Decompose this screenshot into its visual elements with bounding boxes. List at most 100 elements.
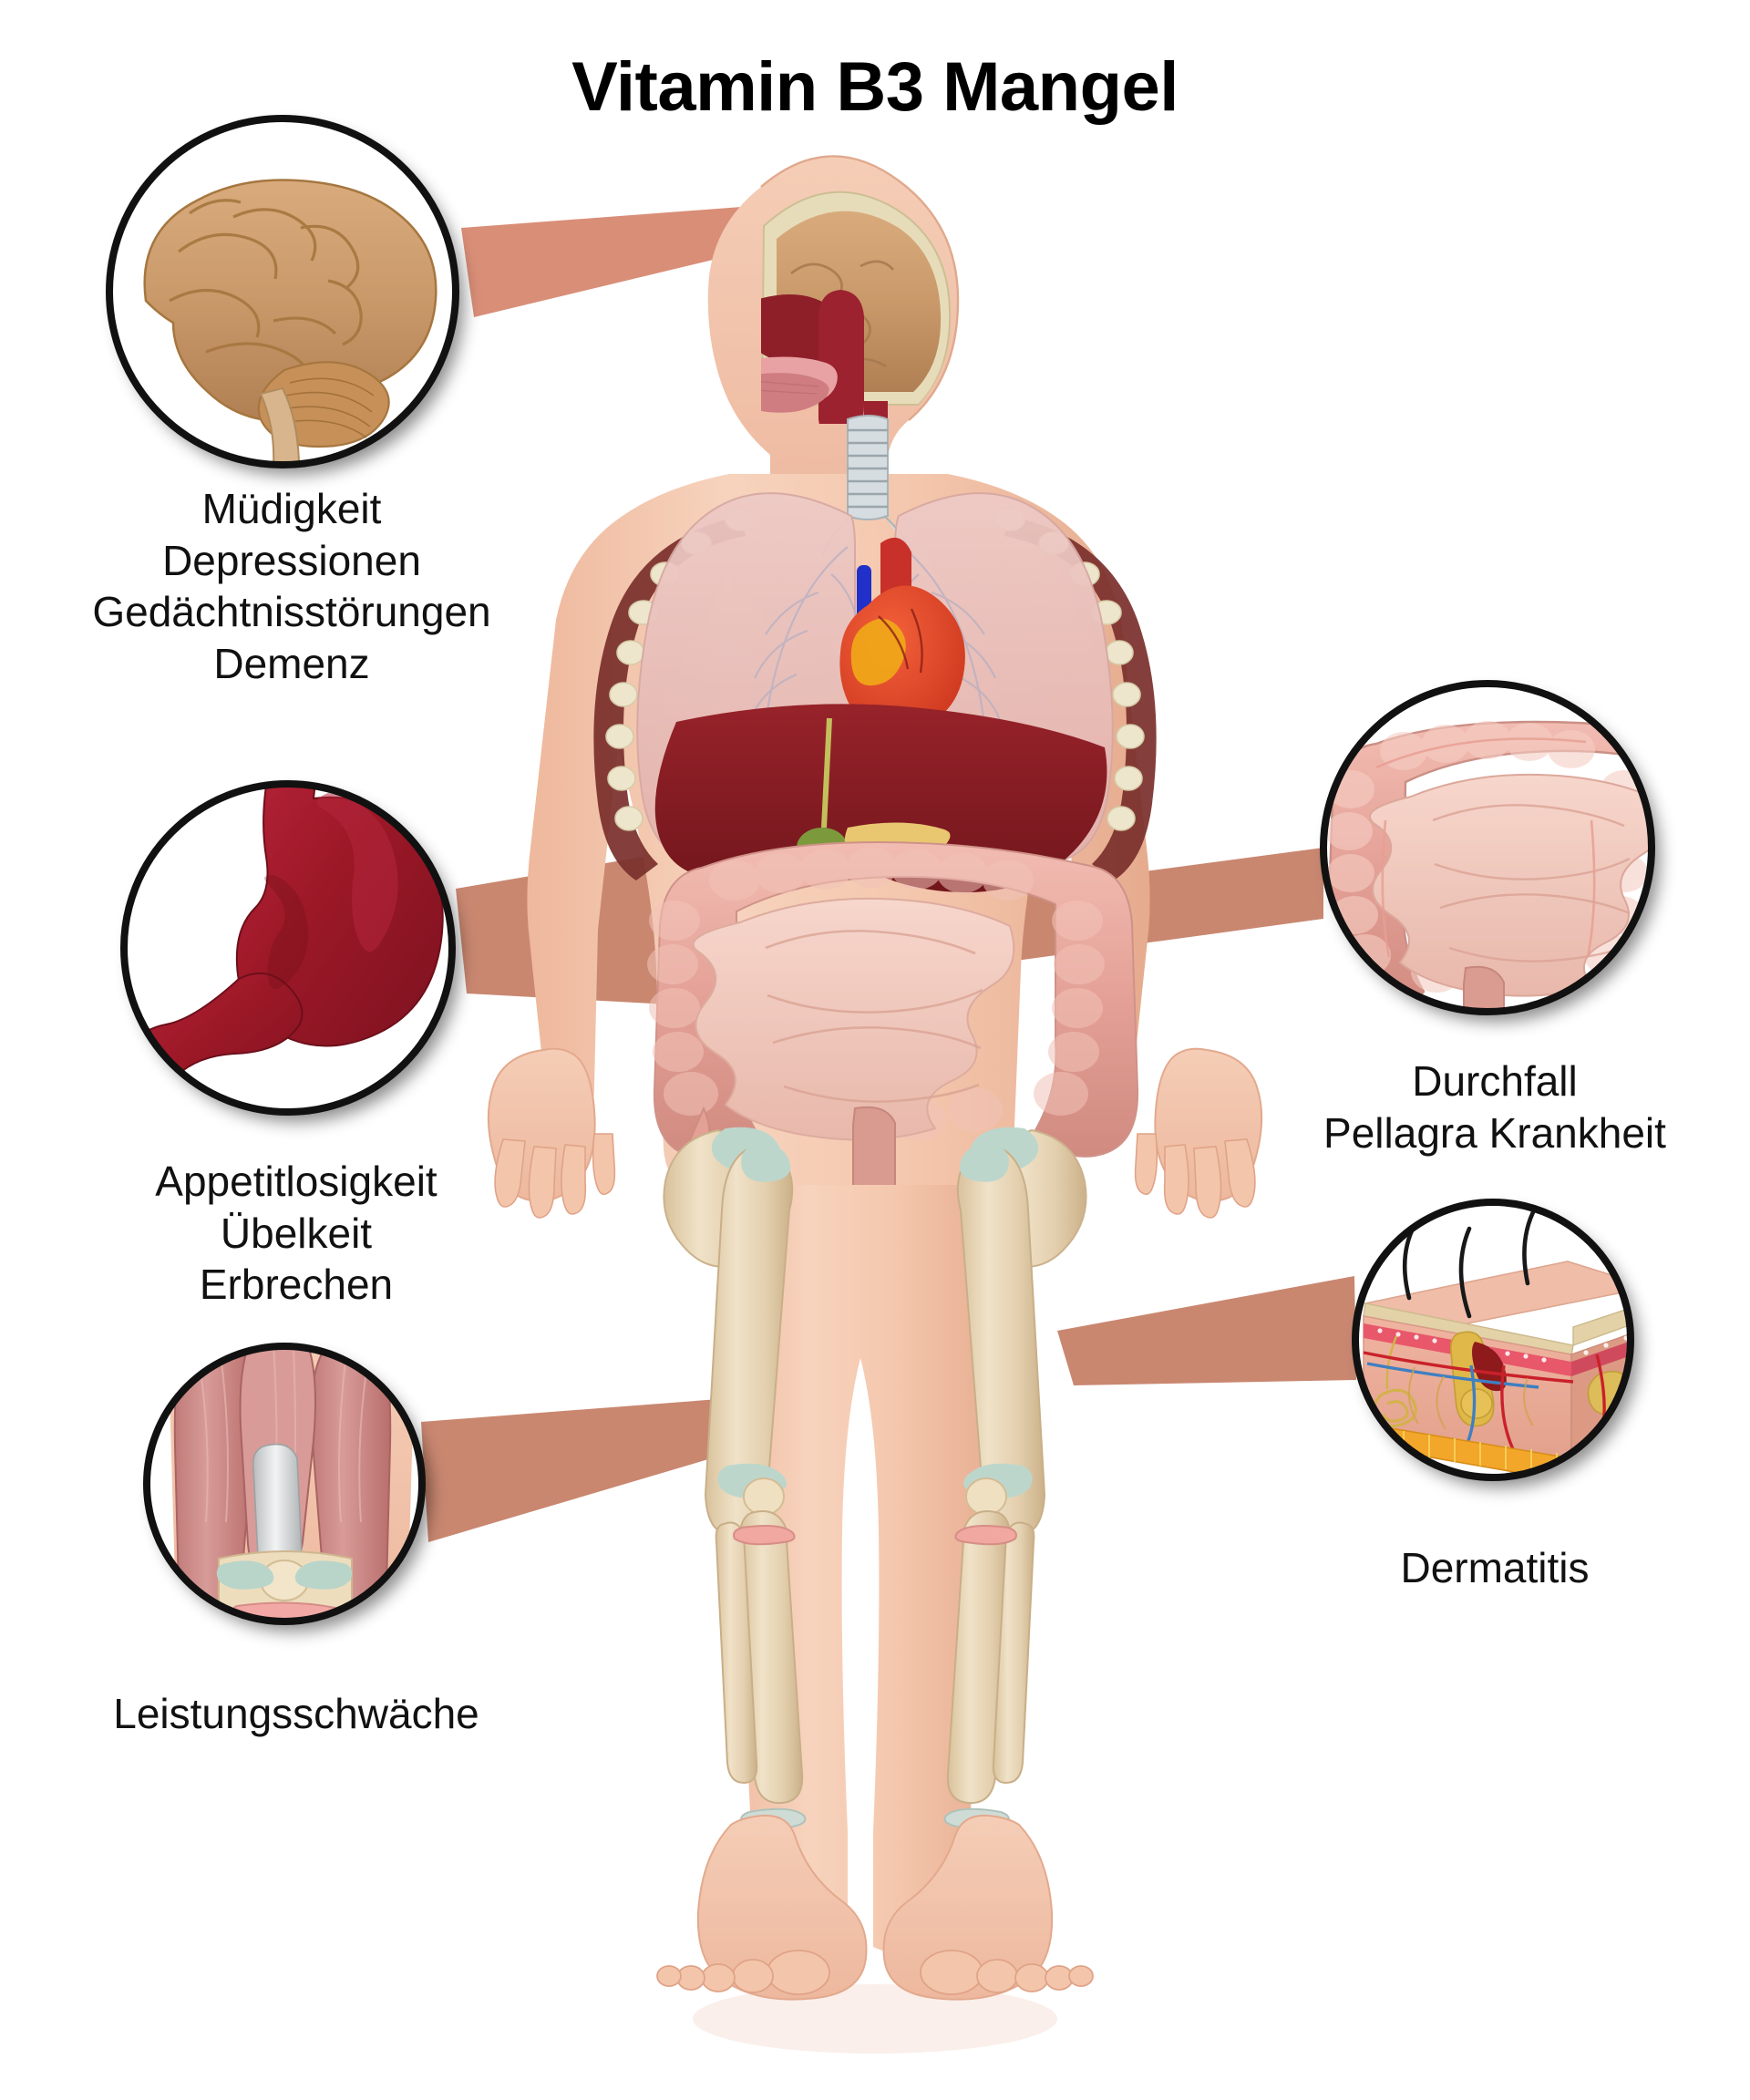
brain-in-skull — [777, 211, 942, 392]
pericardial-fat — [850, 618, 906, 686]
lips — [724, 357, 731, 388]
callout-label-brain: Müdigkeit Depressionen Gedächtnisstörung… — [92, 485, 491, 687]
feet — [656, 1807, 1094, 2001]
trachea — [821, 401, 914, 557]
vena-cava — [857, 565, 871, 684]
hair-shafts — [1402, 1206, 1538, 1319]
callout-label-skin: Dermatitis — [1400, 1544, 1590, 1591]
heart — [839, 537, 965, 736]
sebaceous-gland — [1587, 1370, 1631, 1415]
callout-circle-brain — [109, 118, 456, 465]
cerebellum-folia — [285, 377, 375, 438]
falciform-ligament — [821, 717, 832, 829]
mouth-cavity — [761, 356, 838, 408]
rib-cage — [593, 508, 1157, 880]
jejunum-loops — [765, 930, 983, 1103]
small-intestine — [692, 897, 1015, 1141]
muscle-striations — [198, 1346, 369, 1523]
throat-pharynx — [818, 290, 864, 424]
legs-silhouette — [714, 1185, 1007, 1957]
patellar-tendon — [252, 1443, 304, 1598]
connector-brain — [461, 202, 802, 317]
knee-ligament — [733, 1525, 796, 1546]
rib-nodes — [605, 508, 1145, 831]
lung-right — [894, 492, 1114, 865]
small-intestine-loops — [1432, 804, 1631, 962]
skull-bone — [761, 190, 952, 406]
trachea-rings — [848, 428, 888, 509]
intestine-icon — [1325, 720, 1652, 1012]
cerebellum — [257, 361, 390, 448]
fat-lobules — [1377, 1427, 1558, 1477]
lung-left — [636, 492, 856, 865]
callout-circle-muscle — [147, 1346, 422, 1621]
intestines — [647, 840, 1139, 1234]
stomach-highlight — [316, 793, 398, 952]
callout-circle-skin — [1355, 1202, 1631, 1477]
femur-bones — [704, 1145, 1046, 1537]
stomach-icon — [124, 784, 444, 1112]
stomach-circle-border — [120, 780, 456, 1116]
muscle-circle-border — [143, 1343, 426, 1625]
brain-gyri — [783, 260, 894, 368]
skin-circle-border — [1352, 1199, 1634, 1481]
erector-pili-muscle — [1472, 1342, 1507, 1392]
lower-leg-bones — [715, 1510, 1035, 1805]
tongue — [761, 373, 829, 413]
connector-cones — [421, 202, 1356, 1542]
lungs — [636, 492, 1114, 865]
head-cross-section — [724, 190, 952, 424]
haustra-segments — [1325, 721, 1650, 1000]
head-outline — [760, 155, 960, 421]
hair-follicle — [1449, 1331, 1495, 1427]
appendix-icon — [1362, 965, 1384, 1012]
skin-cross-section-icon — [1362, 1206, 1631, 1477]
gallbladder — [797, 828, 848, 868]
basal-cells — [1377, 1328, 1629, 1363]
knee-bone — [218, 1550, 353, 1621]
callout-circle-stomach — [124, 784, 452, 1112]
human-body-anatomy-figure — [487, 155, 1263, 2054]
liver — [654, 704, 1107, 893]
callout-label-stomach: Appetitlosigkeit Übelkeit Erbrechen — [155, 1158, 438, 1309]
patella — [260, 1560, 309, 1601]
bronchial-tree — [747, 546, 1003, 772]
intestine-circle-border — [1320, 680, 1655, 1015]
digestive-upper — [654, 704, 1107, 893]
brain-icon — [143, 179, 438, 465]
connector-muscle — [421, 1393, 804, 1542]
pancreas — [844, 822, 951, 856]
floor-reflection — [693, 1984, 1057, 2054]
page-title: Vitamin B3 Mangel — [571, 48, 1179, 126]
pelvis — [663, 1127, 1087, 1268]
nerve-fibers — [1407, 1366, 1534, 1430]
toes — [656, 1950, 1094, 1995]
coronary-arteries — [878, 608, 923, 674]
knee-ligament — [954, 1525, 1017, 1546]
appendix — [689, 1106, 711, 1159]
brain-circle-border — [106, 115, 459, 468]
hands — [487, 1047, 1263, 1219]
blood-vessels — [1363, 1343, 1631, 1457]
mesentery-vessels — [1375, 737, 1596, 958]
head-silhouette — [692, 156, 965, 542]
torso-silhouette — [527, 474, 1150, 1196]
rectum — [852, 1106, 896, 1234]
nasal-cavity — [761, 294, 841, 364]
large-intestine — [653, 840, 1139, 1159]
heart-muscle — [839, 585, 965, 736]
duodenum — [124, 973, 304, 1112]
leg-muscle-icon — [168, 1346, 416, 1621]
aorta — [880, 537, 911, 614]
connector-intestine — [911, 848, 1323, 973]
callout-circle-intestine — [1323, 684, 1652, 1012]
connector-stomach — [456, 811, 911, 1014]
tongue-texture — [761, 380, 819, 395]
sweat-gland — [1373, 1388, 1417, 1428]
connector-skin — [1057, 1276, 1356, 1385]
callout-label-muscle: Leistungsschwäche — [113, 1690, 479, 1737]
haustra — [647, 848, 1105, 1143]
brain-sulci — [169, 199, 363, 389]
